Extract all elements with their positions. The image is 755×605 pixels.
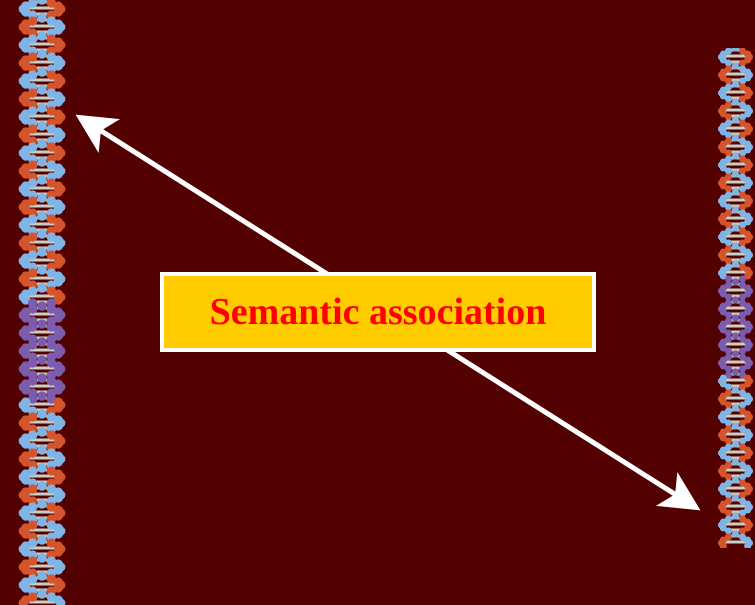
- label-text: Semantic association: [210, 290, 547, 334]
- semantic-association-label: Semantic association: [160, 272, 596, 352]
